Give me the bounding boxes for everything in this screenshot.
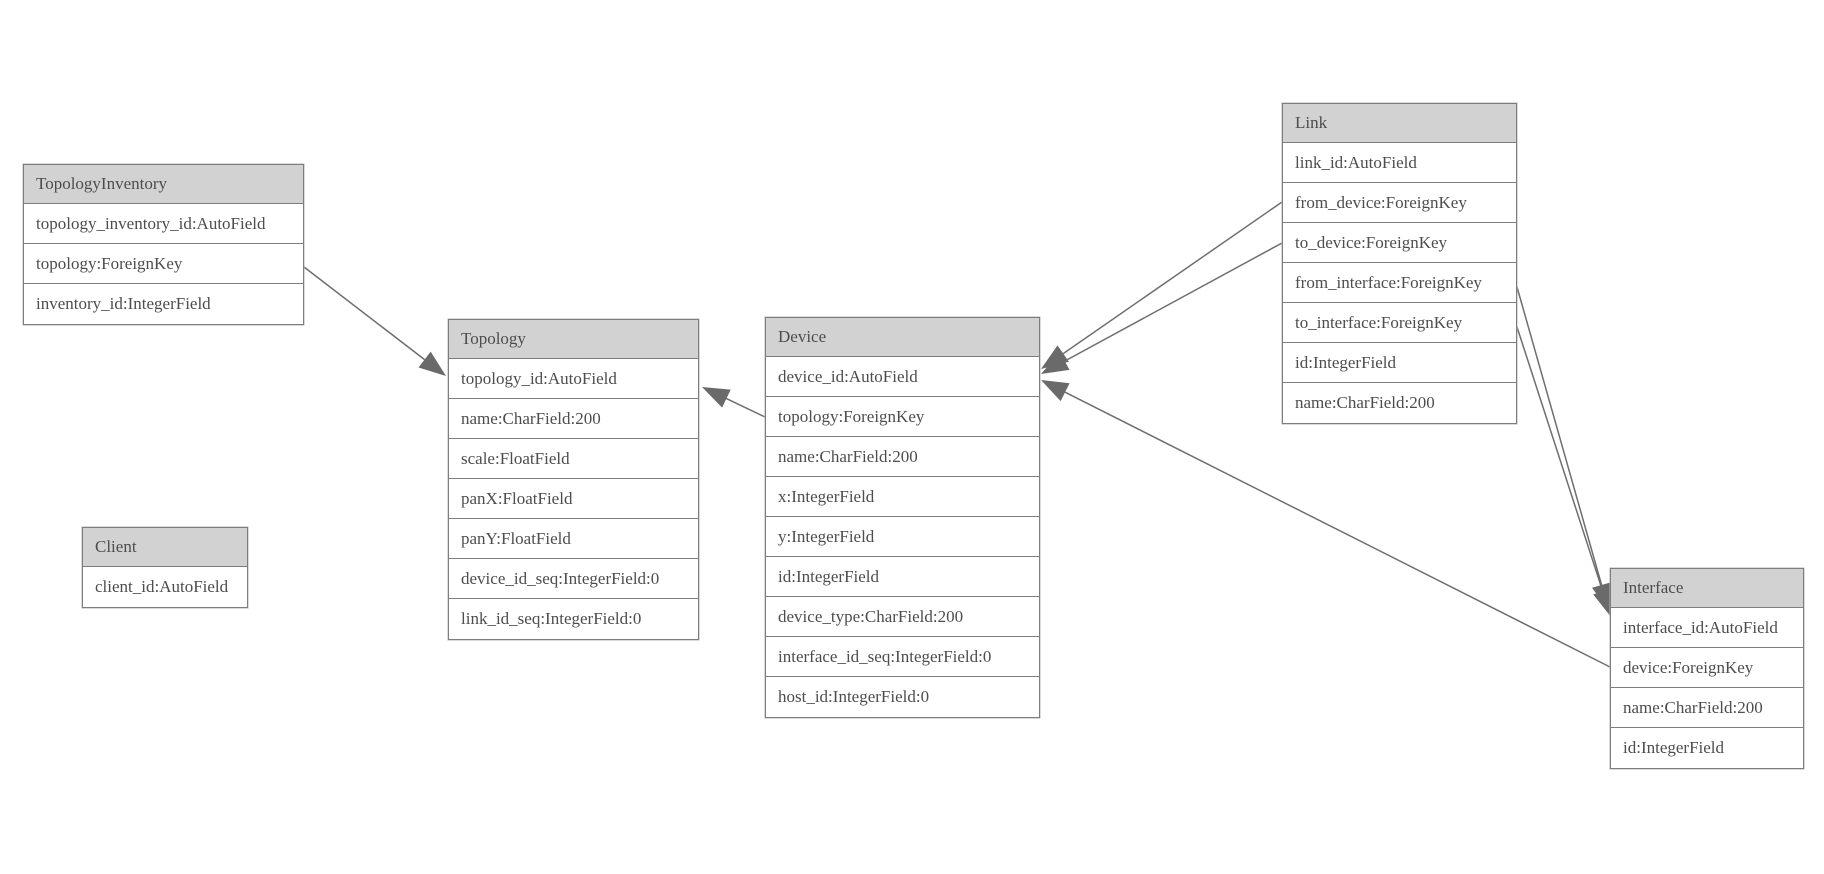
arrowhead-link-from-interface [1592, 582, 1612, 611]
entity-field-row: interface_id_seq:IntegerField:0 [766, 637, 1039, 677]
entity-field-row: y:IntegerField [766, 517, 1039, 557]
entity-header-topology: Topology [449, 320, 698, 359]
entity-field-row: to_device:ForeignKey [1283, 223, 1516, 263]
entity-field-row: name:CharField:200 [449, 399, 698, 439]
entity-field-row: name:CharField:200 [766, 437, 1039, 477]
edge-link-to-interface [1516, 326, 1604, 592]
arrowhead-interface-device [1041, 380, 1070, 402]
arrowhead-link-from-device [1041, 345, 1069, 369]
entity-field-row: name:CharField:200 [1283, 383, 1516, 423]
entity-field-row: inventory_id:IntegerField [24, 284, 303, 324]
edge-link-from-device [1062, 201, 1283, 355]
edge-topologyinventory-topology [303, 266, 426, 361]
entity-field-row: name:CharField:200 [1611, 688, 1803, 728]
entity-field-row: topology:ForeignKey [24, 244, 303, 284]
entity-field-row: link_id_seq:IntegerField:0 [449, 599, 698, 639]
entity-field-row: from_device:ForeignKey [1283, 183, 1516, 223]
entity-field-row: device_type:CharField:200 [766, 597, 1039, 637]
entity-field-row: client_id:AutoField [83, 567, 247, 607]
edge-interface-device [1064, 391, 1611, 668]
entity-field-row: topology_inventory_id:AutoField [24, 204, 303, 244]
entity-header-topologyinventory: TopologyInventory [24, 165, 303, 204]
entity-field-row: x:IntegerField [766, 477, 1039, 517]
entity-field-row: device_id_seq:IntegerField:0 [449, 559, 698, 599]
entity-field-row: link_id:AutoField [1283, 143, 1516, 183]
entity-field-row: scale:FloatField [449, 439, 698, 479]
entity-header-client: Client [83, 528, 247, 567]
arrowhead-device-topology [702, 387, 731, 408]
entity-header-link: Link [1283, 104, 1516, 143]
entity-field-row: device_id:AutoField [766, 357, 1039, 397]
entity-field-row: id:IntegerField [1283, 343, 1516, 383]
arrowhead-link-to-device [1041, 352, 1070, 374]
entity-field-row: id:IntegerField [1611, 728, 1803, 768]
arrowhead-topologyinventory-topology [418, 351, 446, 376]
entity-field-row: id:IntegerField [766, 557, 1039, 597]
entity-field-row: interface_id:AutoField [1611, 608, 1803, 648]
entity-header-interface: Interface [1611, 569, 1803, 608]
entity-header-device: Device [766, 318, 1039, 357]
entity-field-row: panY:FloatField [449, 519, 698, 559]
edge-link-from-interface [1516, 286, 1603, 586]
entity-field-row: panX:FloatField [449, 479, 698, 519]
edge-device-topology [726, 397, 766, 418]
entity-field-row: topology_id:AutoField [449, 359, 698, 399]
entity-field-row: device:ForeignKey [1611, 648, 1803, 688]
entity-field-row: from_interface:ForeignKey [1283, 263, 1516, 303]
entity-field-row: to_interface:ForeignKey [1283, 303, 1516, 343]
edge-link-to-device [1064, 242, 1283, 362]
entity-field-row: host_id:IntegerField:0 [766, 677, 1039, 717]
entity-field-row: topology:ForeignKey [766, 397, 1039, 437]
